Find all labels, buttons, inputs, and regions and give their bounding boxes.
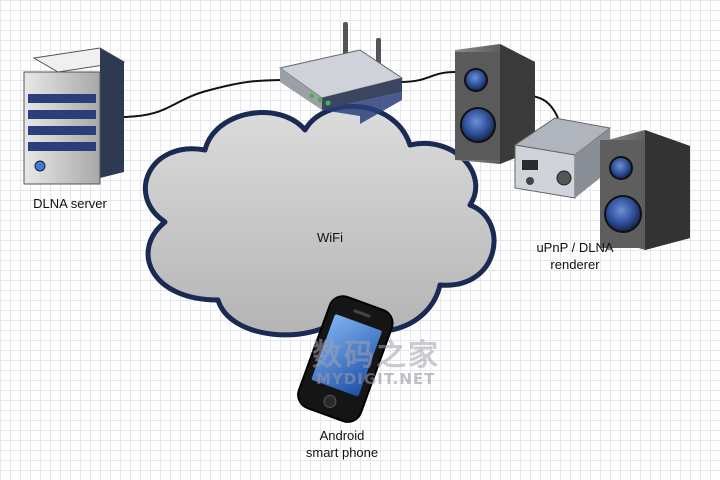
cable-server-router — [119, 79, 286, 118]
phone-label-line1: Android — [319, 428, 365, 443]
renderer-label-line2: renderer — [550, 257, 600, 272]
speaker-icon-front — [600, 130, 690, 250]
watermark-en: MYDIGIT.NET — [316, 370, 436, 388]
wifi-cloud-icon — [143, 103, 497, 338]
speaker-icon — [455, 44, 535, 164]
phone-label-line2: smart phone — [305, 445, 379, 460]
smartphone-icon — [297, 295, 394, 423]
server-label: DLNA server — [33, 196, 107, 211]
server-icon — [23, 47, 126, 185]
renderer-label-line1: uPnP / DLNA — [536, 240, 614, 255]
wifi-router-icon — [278, 22, 404, 124]
wifi-label: WiFi — [317, 230, 343, 245]
watermark-cn: 数码之家 — [312, 338, 440, 373]
